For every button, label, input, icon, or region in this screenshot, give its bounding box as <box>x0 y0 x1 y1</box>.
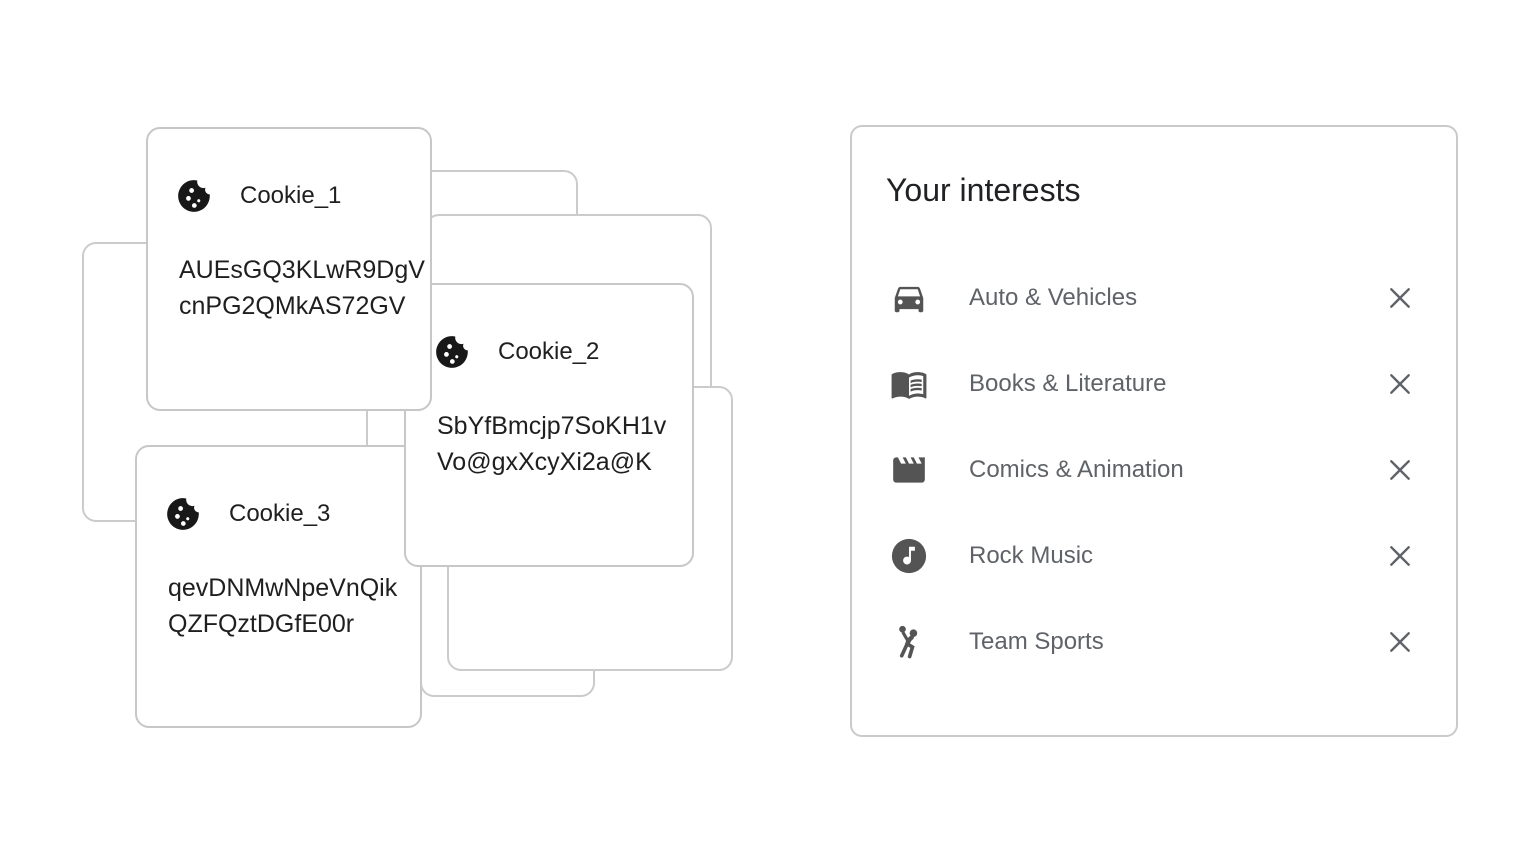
cookie-value-line: qevDNMwNpeVnQik <box>168 574 398 602</box>
interest-label: Auto & Vehicles <box>969 284 1138 311</box>
close-icon <box>1384 282 1416 314</box>
cookie-value-line: Vo@gxXcyXi2a@K <box>437 448 652 476</box>
close-icon <box>1384 368 1416 400</box>
close-icon <box>1384 626 1416 658</box>
interest-label: Comics & Animation <box>969 456 1184 483</box>
remove-interest-button[interactable] <box>1384 540 1416 572</box>
music-note-circle-icon <box>890 537 928 575</box>
cookie-icon <box>175 177 213 215</box>
interest-row-rock-music: Rock Music <box>852 513 1456 599</box>
book-icon <box>890 365 928 403</box>
remove-interest-button[interactable] <box>1384 368 1416 400</box>
interest-row-comics-animation: Comics & Animation <box>852 427 1456 513</box>
close-icon <box>1384 540 1416 572</box>
clapperboard-icon <box>890 451 928 489</box>
interest-list: Auto & Vehicles Books & Literature Comic… <box>852 255 1456 685</box>
panel-title: Your interests <box>886 172 1081 208</box>
interests-panel: Your interests Auto & Vehicles Books & L… <box>850 125 1458 737</box>
cookie-card-title: Cookie_3 <box>229 500 331 527</box>
interest-label: Books & Literature <box>969 370 1167 397</box>
close-icon <box>1384 454 1416 486</box>
cookie-icon <box>164 495 202 533</box>
interest-label: Rock Music <box>969 542 1094 569</box>
handball-player-icon <box>890 623 928 661</box>
interest-row-auto-vehicles: Auto & Vehicles <box>852 255 1456 341</box>
cookie-card-title: Cookie_1 <box>240 182 342 209</box>
cookie-card-title: Cookie_2 <box>498 338 600 365</box>
cookie-icon <box>433 333 471 371</box>
interest-row-books-literature: Books & Literature <box>852 341 1456 427</box>
cookie-value-line: cnPG2QMkAS72GV <box>179 292 406 320</box>
cookie-value: SbYfBmcjp7SoKH1v Vo@gxXcyXi2a@K <box>437 408 668 480</box>
remove-interest-button[interactable] <box>1384 454 1416 486</box>
cookie-value-line: AUEsGQ3KLwR9DgV <box>179 256 425 284</box>
cookie-value-line: SbYfBmcjp7SoKH1v <box>437 412 667 440</box>
remove-interest-button[interactable] <box>1384 626 1416 658</box>
cookie-value-line: QZFQztDGfE00r <box>168 610 355 638</box>
cookie-card-1: Cookie_1 AUEsGQ3KLwR9DgV cnPG2QMkAS72GV <box>146 127 432 411</box>
cookie-card-3: Cookie_3 qevDNMwNpeVnQik QZFQztDGfE00r <box>135 445 422 728</box>
cookie-value: qevDNMwNpeVnQik QZFQztDGfE00r <box>168 570 398 642</box>
car-icon <box>890 279 928 317</box>
interest-row-team-sports: Team Sports <box>852 599 1456 685</box>
cookie-value: AUEsGQ3KLwR9DgV cnPG2QMkAS72GV <box>179 252 425 324</box>
cookie-card-2: Cookie_2 SbYfBmcjp7SoKH1v Vo@gxXcyXi2a@K <box>404 283 694 567</box>
remove-interest-button[interactable] <box>1384 282 1416 314</box>
interest-label: Team Sports <box>969 628 1104 655</box>
